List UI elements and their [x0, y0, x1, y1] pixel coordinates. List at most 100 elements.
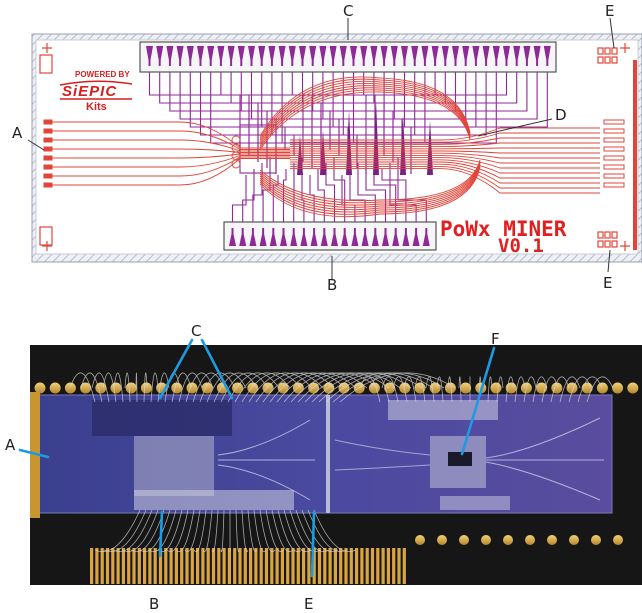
metal-trace-bottom	[282, 169, 287, 222]
gold-lead-bottom	[376, 548, 380, 584]
gold-lead-bottom	[291, 548, 295, 584]
top-bond-pad	[533, 46, 541, 66]
gold-lead-bottom	[328, 548, 332, 584]
alignment-structure	[597, 47, 604, 55]
waveguide-right	[290, 165, 600, 189]
wire-bond-top	[199, 372, 236, 403]
gold-pad-top	[596, 382, 608, 394]
waveguide-right	[290, 147, 600, 150]
wire-bond-bottom	[112, 509, 153, 552]
top-bond-pad	[523, 46, 531, 66]
label-c-layout: C	[343, 2, 353, 20]
edge-coupler-left	[43, 164, 53, 170]
gold-lead-bottom	[381, 548, 385, 584]
gold-lead-bottom	[296, 548, 300, 584]
wire-bond-bottom	[175, 509, 195, 552]
top-bond-pad	[401, 46, 408, 66]
metal-trace-top	[320, 72, 446, 174]
waveguide-right	[290, 157, 600, 169]
gold-lead-bottom	[116, 548, 120, 584]
gold-pad-top	[490, 382, 502, 394]
bottom-bond-pad	[290, 228, 298, 246]
gold-lead-bottom	[217, 548, 221, 584]
wire-bond-bottom	[184, 509, 201, 552]
top-bond-pad	[503, 46, 510, 66]
waveguide-loop-top	[259, 89, 471, 149]
wire-bond-top	[102, 372, 117, 403]
bottom-bond-pad	[239, 228, 247, 246]
waveguide-left	[52, 156, 290, 177]
waveguide-right	[290, 168, 600, 194]
bottom-bond-pad	[412, 228, 420, 246]
metal-trace-top	[374, 72, 508, 150]
gold-pad-top	[277, 382, 289, 394]
gold-pad-bottom	[481, 535, 491, 545]
top-bond-pad	[360, 46, 368, 66]
gold-pad-bottom	[569, 535, 579, 545]
wire-bond-top	[304, 372, 401, 403]
top-bond-pad	[309, 46, 317, 66]
edge-coupler-right	[603, 119, 625, 125]
wire-bond-top	[113, 372, 124, 403]
gold-pad-bottom	[613, 535, 623, 545]
gold-pad-bottom	[591, 535, 601, 545]
gold-pad-bottom	[437, 535, 447, 545]
top-bond-pad	[237, 46, 245, 66]
wire-bond-top-right	[458, 376, 462, 403]
right-die-chip	[448, 452, 472, 466]
gold-lead-bottom	[105, 548, 110, 584]
wire-bond-bottom	[121, 509, 159, 552]
wire-bond-top-right	[403, 376, 417, 403]
waveguide-loop-top	[259, 83, 471, 143]
metal-trace-top	[302, 72, 426, 162]
wire-bond-top-right	[392, 376, 408, 403]
wire-bond-bottom	[202, 509, 213, 552]
wire-bond-top	[91, 372, 110, 403]
gold-lead-bottom	[206, 548, 210, 584]
left-block-top	[92, 400, 232, 436]
gold-lead-bottom	[249, 548, 253, 584]
gold-lead-bottom	[270, 548, 274, 584]
photo-callouts	[18, 338, 496, 578]
right-edge-bar	[633, 60, 637, 250]
board-gold-pads-bottom	[90, 535, 623, 584]
gold-lead-bottom	[355, 548, 359, 584]
waveguide-loop-bottom	[259, 159, 481, 202]
waveguide-right	[290, 163, 600, 184]
gold-lead-bottom	[339, 548, 343, 584]
wire-bond-top-right	[496, 376, 504, 403]
top-bond-pad	[452, 46, 459, 66]
wire-bond-top-right	[425, 376, 435, 403]
wire-bond-top	[234, 372, 291, 403]
right-block-top	[388, 400, 498, 420]
top-bond-pad	[268, 46, 276, 66]
gold-lead-bottom	[317, 548, 322, 584]
metal-trace-top	[284, 72, 406, 150]
gold-lead-bottom	[312, 548, 316, 584]
chip-title-line1: PoWx MINER	[440, 217, 567, 241]
waveguide-routing	[52, 76, 600, 218]
edge-coupler-left	[43, 155, 53, 161]
gold-lead-bottom	[392, 548, 396, 584]
wire-bond-top	[276, 372, 357, 403]
top-bond-pad	[299, 46, 306, 66]
waveguide-loop-bottom	[259, 165, 481, 215]
right-left-waveguides	[334, 439, 431, 471]
bottom-bond-pad	[269, 228, 277, 246]
metal-trace-bottom	[272, 175, 279, 222]
wire-bond-top	[185, 372, 214, 403]
top-bond-pad	[513, 46, 521, 66]
logo-line3: Kits	[86, 101, 107, 113]
bottom-bond-pad	[392, 228, 400, 246]
wire-bond-top-right	[568, 376, 592, 403]
gold-pad-top	[444, 382, 456, 394]
wire-bond-bottom	[148, 509, 177, 552]
gold-lead-bottom	[264, 548, 269, 584]
alignment-structure	[611, 231, 618, 239]
wire-bond-bottom	[211, 509, 219, 552]
top-bond-pad	[380, 46, 388, 66]
siepic-logo: POWERED BY SiEPIC Kits	[59, 70, 133, 113]
top-bond-pad	[390, 46, 398, 66]
waveguide-loop-bottom	[259, 161, 481, 206]
metal-trace-top	[266, 72, 385, 168]
